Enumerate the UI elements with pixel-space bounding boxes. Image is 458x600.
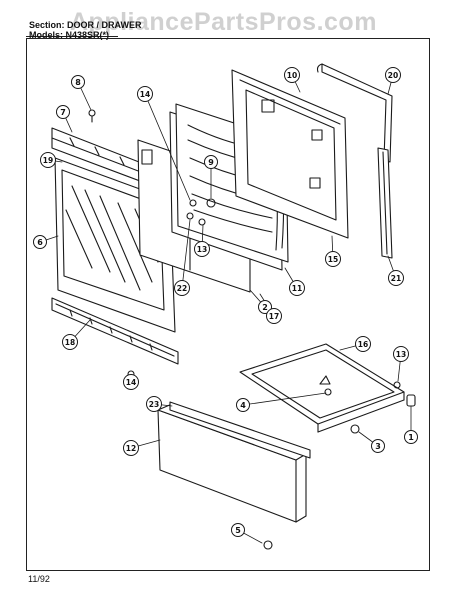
section-title: Section: DOOR / DRAWER — [29, 20, 142, 30]
callout-c23-bubble — [146, 396, 162, 412]
callout-c20-bubble — [385, 67, 401, 83]
callout-c10-label: 10 — [287, 71, 297, 80]
callout-c6-label: 6 — [37, 238, 43, 247]
drawer-top-trim — [169, 401, 311, 459]
callout-c4-label: 4 — [240, 401, 246, 410]
callout-c8-bubble — [71, 75, 85, 89]
callout-c17: 17 — [266, 308, 282, 324]
callout-c20: 20 — [385, 67, 401, 83]
diagram-date: 11/92 — [28, 574, 50, 584]
callout-c14a: 14 — [137, 86, 153, 102]
callout-c23: 23 — [146, 396, 162, 412]
callout-c6: 6 — [33, 235, 47, 249]
screws-and-hardware — [88, 109, 416, 550]
callout-c1: 1 — [404, 430, 418, 444]
callout-c16-label: 16 — [358, 340, 368, 349]
callout-c9-bubble — [204, 155, 218, 169]
callout-c13b-bubble — [393, 346, 409, 362]
callout-c9-label: 9 — [208, 158, 214, 167]
callout-c17-bubble — [266, 308, 282, 324]
callout-c11: 11 — [289, 280, 305, 296]
callout-c3-label: 3 — [375, 442, 381, 451]
callout-c19-label: 19 — [43, 156, 53, 165]
callout-c21: 21 — [388, 270, 404, 286]
callout-c5-bubble — [231, 523, 245, 537]
callout-c2: 2 — [258, 300, 272, 314]
callout-c5: 5 — [231, 523, 245, 537]
callout-c14b-label: 14 — [126, 378, 136, 387]
callout-c7-label: 7 — [60, 108, 66, 117]
callout-c1-bubble — [404, 430, 418, 444]
callout-c1-label: 1 — [408, 433, 414, 442]
callout-c13b-label: 13 — [396, 350, 406, 359]
callout-c23-label: 23 — [149, 400, 159, 409]
watermark: AppliancePartsPros.com — [70, 8, 377, 36]
callout-c15: 15 — [325, 251, 341, 267]
callout-c13b: 13 — [393, 346, 409, 362]
callout-c3-bubble — [371, 439, 385, 453]
callout-c18-bubble — [62, 334, 78, 350]
callout-c17-label: 17 — [269, 312, 279, 321]
callout-c16-bubble — [355, 336, 371, 352]
model-title: Models: N438SR(*) — [29, 30, 110, 40]
callout-c12: 12 — [123, 440, 139, 456]
callout-c6-bubble — [33, 235, 47, 249]
callout-c14b-bubble — [123, 374, 139, 390]
callout-c10: 10 — [284, 67, 300, 83]
callout-c3: 3 — [371, 439, 385, 453]
callout-c7-bubble — [56, 105, 70, 119]
callout-c13a-bubble — [194, 241, 210, 257]
diagram-frame — [26, 38, 430, 571]
callout-c2-label: 2 — [262, 303, 268, 312]
door-bottom-trim — [51, 297, 179, 365]
callout-c20-label: 20 — [388, 71, 398, 80]
callout-c14a-label: 14 — [140, 90, 150, 99]
callout-c8-label: 8 — [75, 78, 81, 87]
callout-c2-bubble — [258, 300, 272, 314]
callout-c4: 4 — [236, 398, 250, 412]
drawer-front-panel — [157, 403, 307, 523]
title-rule — [26, 36, 118, 37]
callout-c8: 8 — [71, 75, 85, 89]
callout-c18: 18 — [62, 334, 78, 350]
callout-c22: 22 — [174, 280, 190, 296]
side-trim-strip — [377, 147, 393, 259]
callout-c12-bubble — [123, 440, 139, 456]
callout-c19: 19 — [40, 152, 56, 168]
callout-c5-label: 5 — [235, 526, 241, 535]
callout-c11-bubble — [289, 280, 305, 296]
callout-c10-bubble — [284, 67, 300, 83]
callout-c21-bubble — [388, 270, 404, 286]
callout-c7: 7 — [56, 105, 70, 119]
callout-c13a-label: 13 — [197, 245, 207, 254]
callout-c14a-bubble — [137, 86, 153, 102]
callout-c11-label: 11 — [292, 284, 302, 293]
leader-lines — [39, 74, 412, 544]
drawer-pan — [239, 343, 405, 433]
callout-c21-label: 21 — [391, 274, 401, 283]
callout-c19-bubble — [40, 152, 56, 168]
callout-c15-bubble — [325, 251, 341, 267]
callout-c15-label: 15 — [328, 255, 338, 264]
callout-c22-label: 22 — [177, 284, 187, 293]
callout-c4-bubble — [236, 398, 250, 412]
callout-c14b: 14 — [123, 374, 139, 390]
door-frame — [231, 69, 349, 239]
callout-c9: 9 — [204, 155, 218, 169]
callout-c12-label: 12 — [126, 444, 136, 453]
callout-c16: 16 — [355, 336, 371, 352]
callout-c18-label: 18 — [65, 338, 75, 347]
callout-c13a: 13 — [194, 241, 210, 257]
callout-c22-bubble — [174, 280, 190, 296]
